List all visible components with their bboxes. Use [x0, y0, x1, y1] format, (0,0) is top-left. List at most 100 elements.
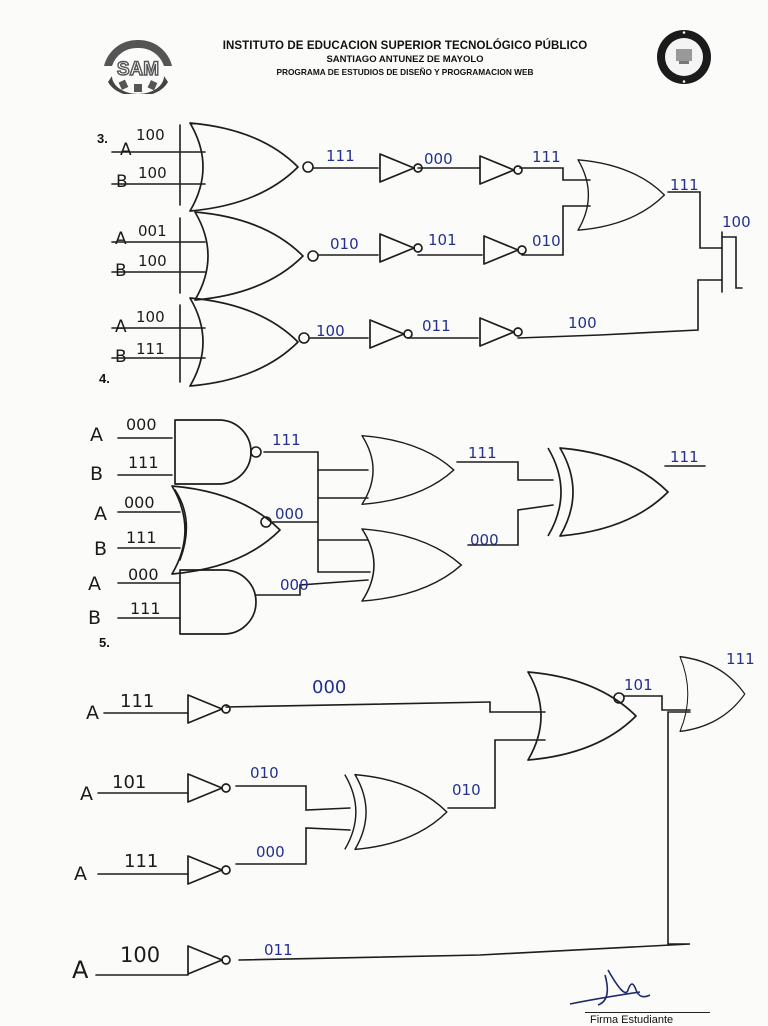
s5-not-gate-4: [187, 945, 231, 975]
s3-label-b3: B: [115, 347, 127, 367]
s5-not-gate-3: [187, 855, 231, 885]
s3-value-a1: 100: [136, 126, 165, 144]
s3-not-gate-1b: [479, 155, 523, 185]
s3-value-not2a: 101: [428, 231, 457, 249]
s5-nor-bubble: [613, 692, 625, 704]
s4-nor-bubble: [260, 516, 272, 528]
s3-not-gate-1a: [379, 153, 423, 183]
signature-label: Firma Estudiante: [590, 1014, 674, 1026]
s4-or-gate-2: [361, 528, 463, 602]
s5-value-not4: 011: [264, 941, 293, 959]
section-number-3: 3.: [97, 131, 108, 146]
s4-label-a2: A: [94, 503, 107, 525]
s5-value-not3: 000: [256, 843, 285, 861]
s3-nor-bubble-2: [307, 250, 319, 262]
s4-value-and: 000: [280, 576, 309, 594]
s5-value-a1: 111: [120, 691, 154, 712]
s5-value-or: 111: [726, 650, 755, 668]
document-header: INSTITUTO DE EDUCACION SUPERIOR TECNOLÓG…: [170, 40, 640, 77]
student-signature: [569, 969, 651, 1006]
s4-label-a3: A: [88, 573, 101, 595]
s3-value-or-out: 111: [670, 176, 699, 194]
s4-value-nor: 000: [275, 505, 304, 523]
wires: [95, 124, 743, 976]
s5-nor-gate: [527, 671, 637, 761]
s5-not-gate-1: [187, 694, 231, 724]
s4-label-a1: A: [90, 424, 103, 446]
s3-value-nor2: 010: [330, 235, 359, 253]
s4-nor-gate: [171, 485, 281, 575]
s5-value-a4: 100: [120, 943, 160, 967]
s5-label-a2: A: [80, 783, 93, 805]
s5-label-a1: A: [86, 702, 99, 724]
s5-value-nor: 101: [624, 676, 653, 694]
s3-value-nor3: 100: [316, 322, 345, 340]
s3-value-b3: 111: [136, 340, 165, 358]
s5-value-not2: 010: [250, 764, 279, 782]
s4-value-a1: 000: [126, 415, 157, 434]
s4-label-b3: B: [88, 607, 101, 629]
s3-value-not1b: 111: [532, 148, 561, 166]
s3-nor-bubble-3: [298, 332, 310, 344]
s3-label-b1: B: [116, 172, 128, 192]
institution-seal: [657, 30, 711, 84]
s4-value-a2: 000: [124, 493, 155, 512]
s4-value-or2: 000: [470, 531, 499, 549]
s5-xor-gate: [344, 773, 448, 851]
s3-not-gate-2b: [483, 235, 527, 265]
institution-subname: SANTIAGO ANTUNEZ DE MAYOLO: [326, 54, 484, 65]
signature-line: [585, 1012, 710, 1013]
s3-nor-bubble-1: [302, 161, 314, 173]
s4-value-b3: 111: [130, 599, 161, 618]
s3-value-a3: 100: [136, 308, 165, 326]
s3-nor-gate-1: [189, 122, 299, 212]
s3-not-gate-3b: [479, 317, 523, 347]
s3-value-not3a: 011: [422, 317, 451, 335]
s5-label-a3: A: [74, 863, 87, 885]
s3-not-gate-3a: [369, 319, 413, 349]
s5-label-a4: A: [72, 956, 89, 984]
s4-value-xor: 111: [670, 448, 699, 466]
s3-nor-gate-2: [194, 211, 304, 301]
s5-not-gate-2: [187, 773, 231, 803]
s3-value-b2: 100: [138, 252, 167, 270]
s3-value-not3b: 100: [568, 314, 597, 332]
s4-or-gate-1: [361, 434, 455, 506]
s3-or-gate: [577, 159, 666, 231]
s3-label-a3: A: [115, 317, 127, 337]
s4-value-nand: 111: [272, 431, 301, 449]
s3-not-gate-2a: [379, 233, 423, 263]
s3-label-b2: B: [115, 261, 127, 281]
sam-logo: SAM: [104, 39, 172, 94]
section-number-4: 4.: [99, 371, 110, 386]
s4-value-b1: 111: [128, 453, 159, 472]
s4-xor-gate: [547, 447, 669, 537]
institution-name: INSTITUTO DE EDUCACION SUPERIOR TECNOLÓG…: [222, 40, 588, 52]
s3-value-final: 100: [722, 213, 751, 231]
s5-value-xor: 010: [452, 781, 481, 799]
s4-value-or1: 111: [468, 444, 497, 462]
s3-value-not1a: 000: [424, 150, 453, 168]
logo-text: SAM: [117, 59, 159, 80]
s3-value-not2b: 010: [532, 232, 561, 250]
s4-label-b1: B: [90, 463, 103, 485]
program-name: PROGRAMA DE ESTUDIOS DE DISEÑO Y PROGRAM…: [276, 67, 534, 77]
s3-label-a1: A: [120, 140, 132, 160]
section-number-5: 5.: [99, 635, 110, 650]
s5-value-a3: 111: [124, 851, 158, 872]
s3-value-b1: 100: [138, 164, 167, 182]
s3-value-nor1: 111: [326, 147, 355, 165]
s4-and-gate: [179, 569, 257, 635]
s3-label-a2: A: [115, 229, 127, 249]
s4-value-a3: 000: [128, 565, 159, 584]
s3-value-a2: 001: [138, 222, 167, 240]
s4-value-b2: 111: [126, 528, 157, 547]
s5-value-not1: 000: [312, 677, 346, 698]
s5-value-a2: 101: [112, 772, 146, 793]
s4-nand-bubble: [250, 446, 262, 458]
s4-label-b2: B: [94, 538, 107, 560]
s3-nor-gate-3: [189, 297, 299, 387]
s4-nand-gate: [174, 419, 252, 485]
